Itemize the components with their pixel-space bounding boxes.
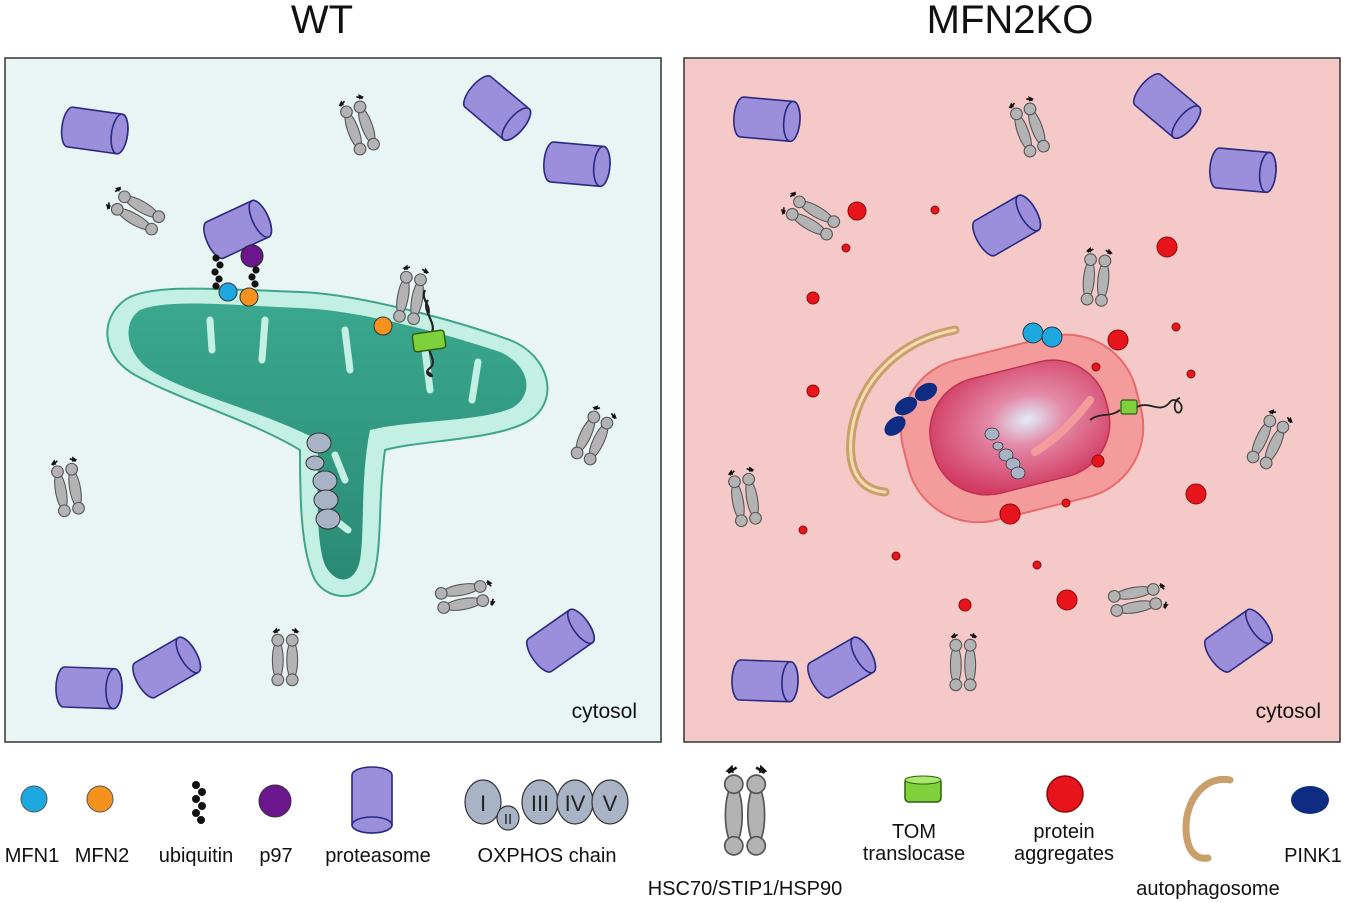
legend-autophagosome: autophagosome xyxy=(1136,878,1279,900)
aggregate-legend-icon xyxy=(1046,775,1084,813)
legend-tom-line1: TOM xyxy=(892,821,936,843)
mfn1-icon xyxy=(1022,322,1044,344)
legend-p97: p97 xyxy=(259,845,292,867)
proteasome-icon xyxy=(541,140,613,188)
legend-mfn2: MFN2 xyxy=(75,845,129,867)
wt-oxphos-chain xyxy=(305,432,341,530)
pink1-legend-icon xyxy=(1291,786,1329,814)
wt-title: WT xyxy=(291,0,353,42)
mfn2ko-tom-translocase xyxy=(1089,397,1183,421)
oxphos-complex-5: V xyxy=(603,791,618,816)
oxphos-complex-2: II xyxy=(504,811,512,828)
oxphos-complex-3: III xyxy=(531,791,549,816)
mfn2ko-oxphos-chain xyxy=(984,427,1026,480)
ubiquitin-legend-icon xyxy=(192,781,206,824)
oxphos-legend-icon: I II III IV V xyxy=(464,779,629,831)
wt-panel: cytosol xyxy=(4,57,662,743)
proteasome-icon xyxy=(731,95,803,143)
legend-oxphos: OXPHOS chain xyxy=(478,845,617,867)
legend-pink1: PINK1 xyxy=(1284,845,1342,867)
proteasome-icon xyxy=(54,665,124,710)
proteasome-legend-icon xyxy=(351,766,393,834)
legend: MFN1 MFN2 ubiquitin p97 proteasome I II … xyxy=(5,763,1342,900)
oxphos-complex-1: I xyxy=(480,791,486,816)
mfn2ko-panel: cytosol xyxy=(683,57,1341,743)
mfn2-legend-icon xyxy=(86,785,114,813)
legend-chaperone: HSC70/STIP1/HSP90 xyxy=(648,878,843,900)
wt-ubiquitin-complex xyxy=(211,244,393,336)
legend-aggregates-line2: aggregates xyxy=(1014,843,1114,865)
tom-legend-icon xyxy=(904,775,942,803)
legend-aggregates-line1: protein xyxy=(1033,821,1094,843)
proteasome-icon xyxy=(730,658,800,703)
pink1-cluster xyxy=(884,382,938,436)
legend-mfn1: MFN1 xyxy=(5,845,59,867)
proteasome-icon xyxy=(1207,146,1279,194)
mfn1-legend-icon xyxy=(20,785,48,813)
oxphos-complex-4: IV xyxy=(565,791,586,816)
legend-tom-line2: translocase xyxy=(863,843,965,865)
mfn2ko-title: MFN2KO xyxy=(927,0,1094,42)
p97-legend-icon xyxy=(258,784,292,818)
protein-aggregates xyxy=(798,201,1207,612)
mfn1-icon xyxy=(1041,326,1063,348)
mfn2ko-mitochondrion xyxy=(900,333,1145,524)
legend-ubiquitin: ubiquitin xyxy=(159,845,234,867)
chaperone-legend-icon xyxy=(723,763,769,857)
autophagosome-legend-icon xyxy=(1182,775,1234,862)
wt-tom-translocase xyxy=(411,289,447,378)
proteasome-icon xyxy=(58,105,132,156)
wt-cytosol-label: cytosol xyxy=(572,700,637,723)
mfn2ko-cytosol-label: cytosol xyxy=(1256,700,1321,723)
legend-proteasome: proteasome xyxy=(325,845,431,867)
